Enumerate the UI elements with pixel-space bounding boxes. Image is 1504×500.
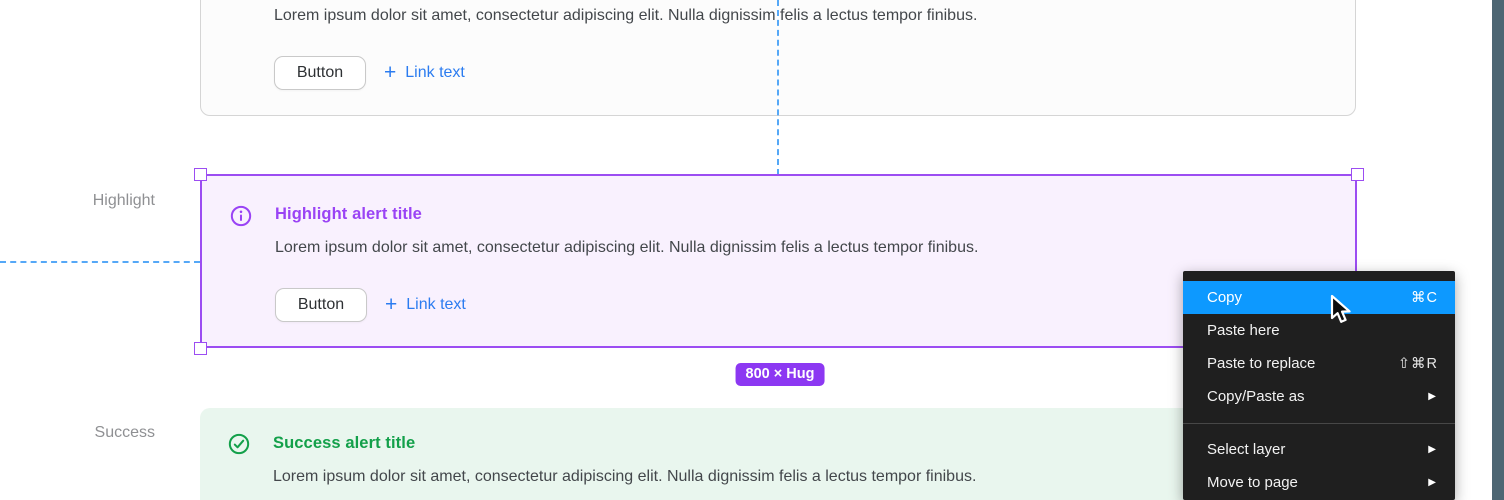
menu-item-label: Copy/Paste as bbox=[1207, 388, 1305, 405]
selection-handle-top-right[interactable] bbox=[1351, 168, 1364, 181]
alignment-guide-horizontal bbox=[0, 261, 200, 263]
menu-item-move-to-page[interactable]: Move to page ▶ bbox=[1183, 466, 1455, 499]
selection-size-badge: 800 × Hug bbox=[735, 363, 825, 386]
menu-item-copy-paste-as[interactable]: Copy/Paste as ▶ bbox=[1183, 380, 1455, 413]
alert-action-button[interactable]: Button bbox=[274, 56, 366, 90]
layer-label-success[interactable]: Success bbox=[94, 424, 155, 441]
alert-title: Highlight alert title bbox=[275, 205, 422, 223]
layer-label-highlight[interactable]: Highlight bbox=[92, 192, 155, 209]
menu-item-paste-here[interactable]: Paste here bbox=[1183, 314, 1455, 347]
alert-action-button[interactable]: Button bbox=[275, 288, 367, 322]
alert-actions: Button + Link text bbox=[275, 288, 466, 322]
menu-item-paste-to-replace[interactable]: Paste to replace ⇧⌘R bbox=[1183, 347, 1455, 380]
menu-item-label: Copy bbox=[1207, 289, 1243, 306]
alert-body-text: Lorem ipsum dolor sit amet, consectetur … bbox=[274, 7, 978, 24]
right-edge-panel-strip bbox=[1492, 0, 1504, 500]
plus-icon: + bbox=[385, 293, 398, 316]
selection-handle-bottom-left[interactable] bbox=[194, 342, 207, 355]
alert-card-highlight[interactable]: Highlight alert title Lorem ipsum dolor … bbox=[200, 174, 1357, 348]
menu-item-shortcut: ⌘C bbox=[1411, 289, 1438, 306]
alert-card-success[interactable]: Success alert title Lorem ipsum dolor si… bbox=[200, 408, 1356, 500]
menu-item-shortcut: ⇧⌘R bbox=[1397, 355, 1438, 372]
alert-title: Success alert title bbox=[273, 434, 416, 452]
alert-actions: Button + Link text bbox=[274, 56, 465, 90]
alert-link-label: Link text bbox=[406, 296, 466, 313]
context-menu: Copy ⌘C Paste here Paste to replace ⇧⌘R … bbox=[1183, 271, 1455, 500]
alert-link-label: Link text bbox=[405, 64, 465, 81]
check-circle-icon bbox=[228, 433, 250, 455]
submenu-arrow-icon: ▶ bbox=[1428, 477, 1436, 488]
menu-item-label: Move to page bbox=[1207, 474, 1298, 491]
menu-item-copy[interactable]: Copy ⌘C bbox=[1183, 281, 1455, 314]
selection-handle-top-left[interactable] bbox=[194, 168, 207, 181]
menu-item-label: Paste to replace bbox=[1207, 355, 1316, 372]
submenu-arrow-icon: ▶ bbox=[1428, 391, 1436, 402]
menu-item-label: Paste here bbox=[1207, 322, 1280, 339]
alignment-guide-vertical bbox=[777, 0, 779, 175]
alert-body-text: Lorem ipsum dolor sit amet, consectetur … bbox=[275, 239, 979, 256]
info-icon bbox=[230, 205, 252, 227]
menu-separator bbox=[1183, 423, 1455, 424]
plus-icon: + bbox=[384, 61, 397, 84]
alert-body-text: Lorem ipsum dolor sit amet, consectetur … bbox=[273, 468, 977, 485]
menu-item-select-layer[interactable]: Select layer ▶ bbox=[1183, 433, 1455, 466]
alert-link[interactable]: + Link text bbox=[384, 61, 465, 84]
submenu-arrow-icon: ▶ bbox=[1428, 444, 1436, 455]
menu-item-label: Select layer bbox=[1207, 441, 1286, 458]
alert-link[interactable]: + Link text bbox=[385, 293, 466, 316]
